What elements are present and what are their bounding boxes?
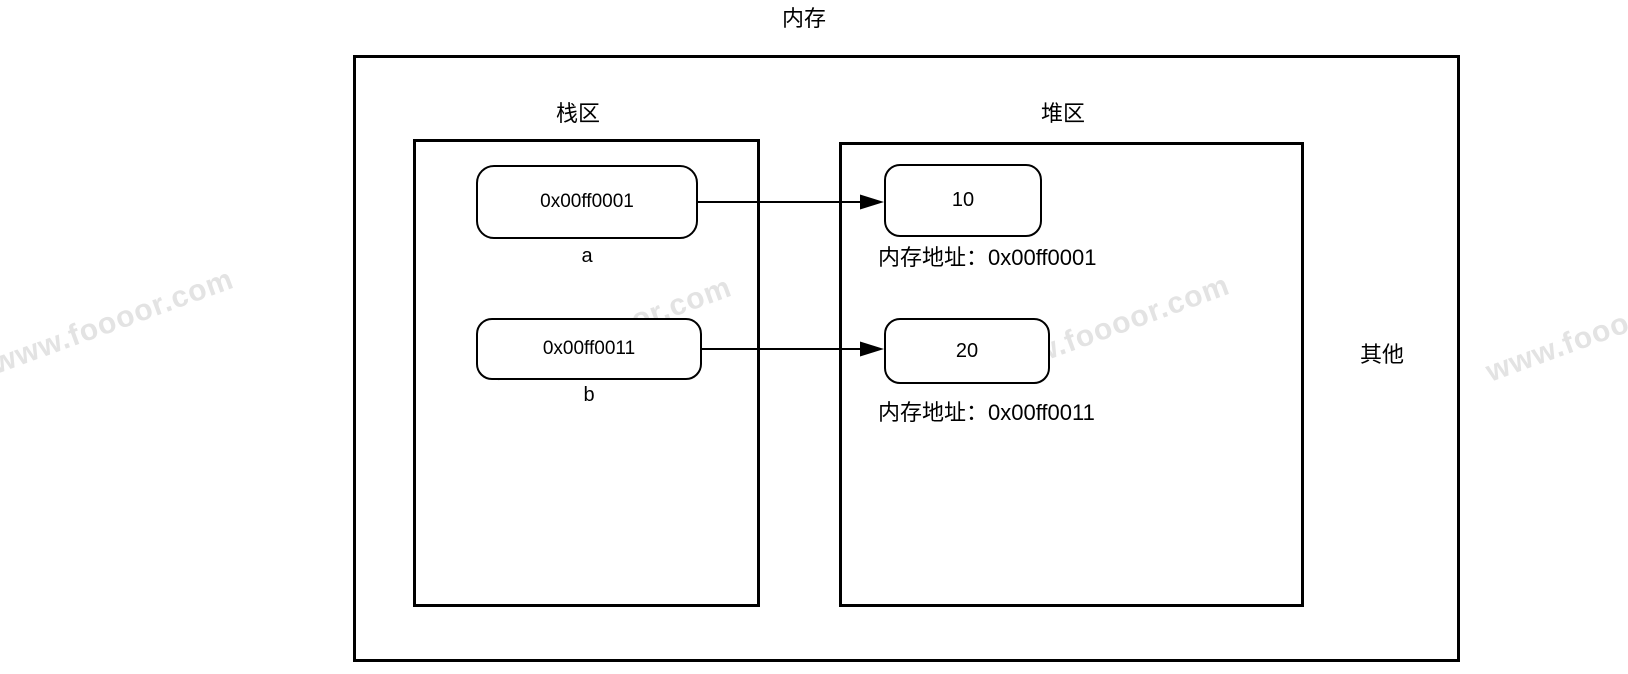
stack-var-label-b: b [583,384,595,406]
stack-var-label-a: a [581,245,593,267]
memory-outer-box [353,55,1460,662]
stack-region-label: 栈区 [555,101,600,126]
heap-region-label: 堆区 [1040,101,1085,126]
heap-region-box [839,142,1304,607]
stack-node-address-b: 0x00ff0011 [476,318,702,380]
other-region-label: 其他 [1359,342,1404,367]
heap-address-caption-1: 内存地址：0x00ff0001 [878,245,1097,270]
stack-region-box [413,139,760,607]
diagram-title: 内存 [781,6,826,31]
stack-node-address-a: 0x00ff0001 [476,165,698,239]
heap-node-value-10: 10 [884,164,1042,237]
heap-address-caption-2: 内存地址：0x00ff0011 [878,400,1095,425]
watermark-text: www.foooor.com [0,262,239,381]
watermark-text: www.foooor.com [1481,270,1628,389]
heap-node-value-20: 20 [884,318,1050,384]
